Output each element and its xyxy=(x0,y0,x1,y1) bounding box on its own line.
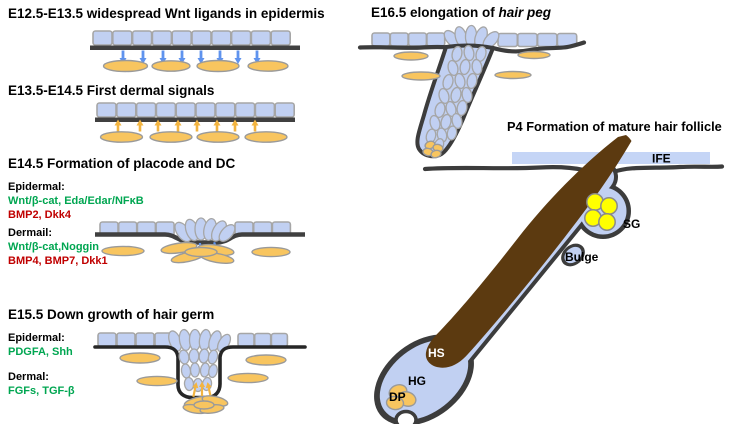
dermal-papilla xyxy=(385,384,417,411)
label-ife: IFE xyxy=(652,152,671,166)
diagram-p4-mature-follicle: IFE SG Bulge HS HG DP xyxy=(374,135,725,424)
epidermis-cell-row xyxy=(96,102,295,118)
epidermal-inhibitors: BMP2, Dkk4 xyxy=(8,209,71,221)
stage-title-e16: E16.5 elongation of hair peg xyxy=(371,5,552,21)
diagram-e15-hair-germ xyxy=(93,328,307,415)
placode-cells xyxy=(174,217,236,243)
bulb-notch xyxy=(394,409,418,424)
dermal-inhibitors: BMP4, BMP7, Dkk1 xyxy=(8,255,108,267)
label-bulge: Bulge xyxy=(565,250,599,264)
dermal-fibroblasts xyxy=(102,59,289,73)
epidermal-activators: PDGFA, Shh xyxy=(8,346,73,358)
e15-dermal-factors: Dermal: FGFs, TGF-β xyxy=(8,370,75,398)
e15-epidermal-factors: Epidermal: PDGFA, Shh xyxy=(8,331,73,359)
basement-membrane-bar xyxy=(90,45,300,50)
diagram-e16-hair-peg xyxy=(357,24,587,159)
stage-title-p4: P4 Formation of mature hair follicle xyxy=(507,119,722,134)
dermal-condensate xyxy=(182,395,229,415)
e14-dermal-factors: Dermail: Wnt/β-cat,Noggin BMP4, BMP7, Dk… xyxy=(8,226,108,268)
dermal-activators: Wnt/β-cat,Noggin xyxy=(8,241,100,253)
skin-surface-left xyxy=(357,44,450,50)
basement-membrane-bar xyxy=(95,117,295,122)
e14-epidermal-factors: Epidermal: Wnt/β-cat, Eda/Edar/NFκB BMP2… xyxy=(8,180,144,222)
dermal-fibroblasts xyxy=(101,245,291,258)
dermal-fibroblasts xyxy=(393,50,551,81)
label-hg: HG xyxy=(408,374,426,388)
e16-title-prefix: E16.5 elongation of xyxy=(371,5,499,20)
diagram-e14-placode-dc xyxy=(95,217,305,265)
stage-title-e12: E12.5-E13.5 widespread Wnt ligands in ep… xyxy=(8,6,325,21)
epidermis-cell-row xyxy=(97,332,289,348)
dermal-condensate xyxy=(160,241,235,265)
label-hs: HS xyxy=(428,346,445,360)
germ-top-cells xyxy=(168,328,232,353)
label-sg: SG xyxy=(623,217,640,231)
diagram-e12-epidermis-wnt xyxy=(90,30,300,73)
sebaceous-gland-cells xyxy=(584,193,618,231)
dermal-fibroblasts xyxy=(99,131,288,143)
epidermis-cell-row xyxy=(92,30,291,46)
peg-cells xyxy=(425,44,487,152)
basement-membrane-dip xyxy=(95,232,305,245)
epidermis-cell-row xyxy=(371,32,578,48)
germ-cells xyxy=(178,348,219,393)
hair-shaft xyxy=(425,135,632,368)
stage-title-e15: E15.5 Down growth of hair germ xyxy=(8,307,215,322)
skin-surface-left xyxy=(422,165,587,173)
epidermal-heading: Epidermal: xyxy=(8,332,65,344)
dermal-heading: Dermal: xyxy=(8,371,49,383)
dermal-papilla-cells xyxy=(422,140,444,159)
dermal-activators: FGFs, TGF-β xyxy=(8,385,75,397)
label-dp: DP xyxy=(389,390,406,404)
dc-to-germ-arrows xyxy=(192,381,212,398)
skin-surface-right xyxy=(490,40,587,54)
epidermal-heading: Epidermal: xyxy=(8,181,65,193)
dermal-fibroblasts xyxy=(119,352,287,387)
stage-title-e14: E14.5 Formation of placode and DC xyxy=(8,156,236,171)
dermal-heading: Dermail: xyxy=(8,227,53,239)
diagram-e13-dermal-signals xyxy=(95,102,295,143)
epidermal-activators: Wnt/β-cat, Eda/Edar/NFκB xyxy=(8,195,144,207)
skin-surface-right xyxy=(611,164,725,175)
e16-title-hair-peg: hair peg xyxy=(498,5,552,20)
dermal-up-arrows xyxy=(114,119,259,132)
stage-title-e13: E13.5-E14.5 First dermal signals xyxy=(8,83,215,98)
